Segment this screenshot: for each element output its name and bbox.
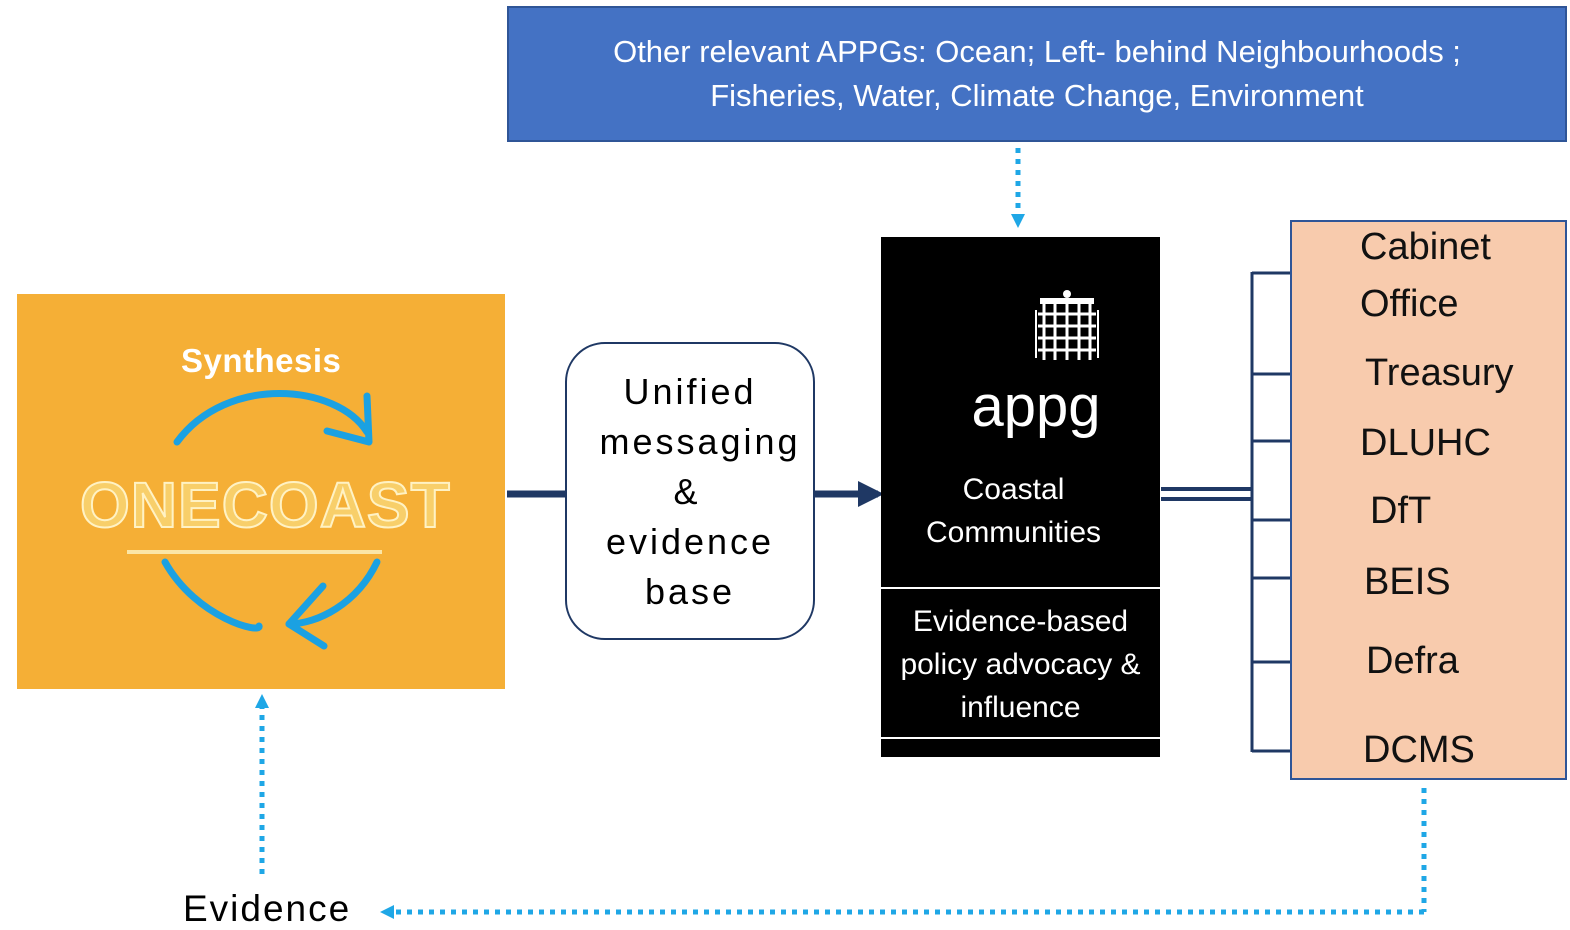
coastal-line1: Coastal bbox=[962, 473, 1065, 506]
dept-dluhc: DLUHC bbox=[1360, 422, 1491, 464]
portcullis-icon bbox=[1035, 290, 1099, 360]
appg-logo-word: appg bbox=[971, 374, 1101, 439]
onecoast-logo: ONECOAST bbox=[79, 468, 451, 542]
unified-line-3: & bbox=[673, 471, 701, 512]
cycle-arrowhead-top bbox=[323, 392, 373, 446]
cycle-arrow-bottom bbox=[161, 558, 263, 632]
unified-line-4: evidence bbox=[605, 521, 775, 562]
coastal-communities-label: Coastal Communities bbox=[881, 468, 1146, 554]
dept-dft: DfT bbox=[1370, 490, 1432, 532]
dept-dcms: DCMS bbox=[1363, 729, 1475, 771]
dept-defra: Defra bbox=[1366, 640, 1459, 682]
appg-box bbox=[881, 237, 1160, 757]
cycle-arrowhead-bottom bbox=[285, 582, 328, 650]
other-appgs-line1: Other relevant APPGs: Ocean; Left- behin… bbox=[613, 34, 1461, 69]
unified-line-2: messaging bbox=[599, 421, 801, 462]
advocacy-line1: Evidence-based bbox=[912, 605, 1129, 638]
cycle-arrow-bottom-right bbox=[285, 558, 381, 628]
synthesis-cycle-icon bbox=[127, 390, 382, 650]
departments-box bbox=[1290, 220, 1567, 780]
dept-beis: BEIS bbox=[1364, 561, 1451, 603]
advocacy-label: Evidence-based policy advocacy & influen… bbox=[881, 600, 1160, 729]
other-appgs-line2: Fisheries, Water, Climate Change, Enviro… bbox=[710, 78, 1364, 113]
advocacy-line2: policy advocacy & bbox=[900, 648, 1141, 681]
coastal-line2: Communities bbox=[925, 516, 1102, 549]
advocacy-line3: influence bbox=[960, 691, 1081, 724]
unified-line-1: Unified bbox=[623, 371, 757, 412]
appg-divider-bottom bbox=[881, 737, 1160, 739]
other-appgs-box: Other relevant APPGs: Ocean; Left- behin… bbox=[507, 6, 1567, 142]
dept-cabinet-line1: Cabinet bbox=[1360, 226, 1491, 268]
unified-messaging-box bbox=[565, 342, 815, 640]
dept-cabinet-line2: Office bbox=[1360, 283, 1459, 325]
evidence-label: Evidence bbox=[183, 888, 352, 929]
appg-divider-top bbox=[881, 587, 1160, 589]
unified-line-5: base bbox=[644, 571, 736, 612]
dept-treasury: Treasury bbox=[1365, 352, 1514, 394]
synthesis-label: Synthesis bbox=[181, 342, 342, 379]
cycle-arrow-top bbox=[173, 390, 371, 446]
